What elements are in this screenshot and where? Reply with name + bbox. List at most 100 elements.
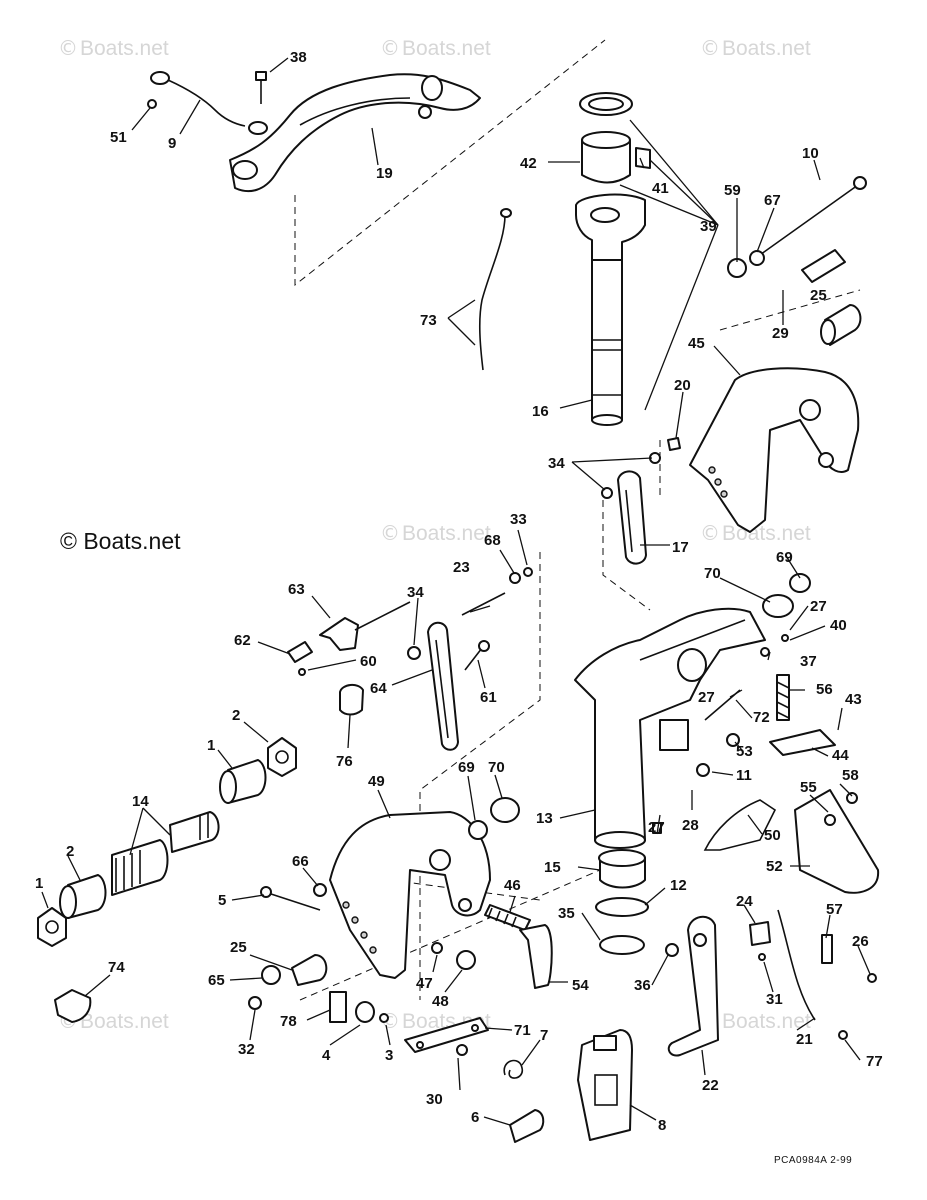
part-63-lock-bracket <box>287 601 411 676</box>
part-72-pin <box>652 689 741 834</box>
callout-34: 34 <box>407 584 424 601</box>
part-45-clamp-bracket <box>689 367 860 533</box>
part-14-tilt-tube <box>111 811 220 896</box>
callout-34: 34 <box>548 455 565 472</box>
part-49-stern-bracket <box>329 811 491 979</box>
callout-73: 73 <box>420 312 437 329</box>
callout-39: 39 <box>700 218 717 235</box>
callout-12: 12 <box>670 877 687 894</box>
part-52-lever <box>703 789 880 894</box>
part-39-seal-set <box>579 92 651 184</box>
callout-78: 78 <box>280 1013 297 1030</box>
callout-71: 71 <box>514 1022 531 1039</box>
part-10-tilt-tube <box>727 176 867 283</box>
part-70-bushing-upper <box>762 573 811 618</box>
callout-5: 5 <box>218 892 226 909</box>
callout-14: 14 <box>132 793 149 810</box>
callout-labels: 38 51 9 19 42 41 39 10 59 67 25 29 73 16… <box>35 49 883 1134</box>
callout-1: 1 <box>207 737 215 754</box>
leader-lines <box>41 57 871 1126</box>
watermark-symbol: © <box>380 521 400 545</box>
callout-33: 33 <box>510 511 527 528</box>
callout-2: 2 <box>232 707 240 724</box>
part-17-link <box>601 437 681 565</box>
callout-76: 76 <box>336 753 353 770</box>
part-1-bushing <box>59 759 267 919</box>
callout-25: 25 <box>810 287 827 304</box>
part-16-swivel-tube <box>575 193 646 426</box>
part-22-tilt-lever <box>667 915 719 1057</box>
callout-69: 69 <box>776 549 793 566</box>
callout-77: 77 <box>866 1053 883 1070</box>
callout-51: 51 <box>110 129 127 146</box>
callout-10: 10 <box>802 145 819 162</box>
callout-40: 40 <box>830 617 847 634</box>
callout-58: 58 <box>842 767 859 784</box>
part-38-screw <box>255 71 267 104</box>
part-76-bushing <box>339 684 364 716</box>
watermark-symbol: © <box>700 521 720 545</box>
callout-25: 25 <box>230 939 247 956</box>
assembly-dashed-lines <box>294 39 861 1001</box>
part-2-nut <box>37 737 297 947</box>
callout-30: 30 <box>426 1091 443 1108</box>
part-57-spring <box>777 909 877 1040</box>
callout-53: 53 <box>736 743 753 760</box>
callout-62: 62 <box>234 632 251 649</box>
callout-47: 47 <box>416 975 433 992</box>
part-23-pin <box>461 567 533 616</box>
callout-38: 38 <box>290 49 307 66</box>
part-70-bushing-lower <box>468 797 520 840</box>
callout-15: 15 <box>544 859 561 876</box>
part-64-link <box>407 621 459 751</box>
callout-72: 72 <box>753 709 770 726</box>
callout-69: 69 <box>458 759 475 776</box>
callout-26: 26 <box>852 933 869 950</box>
watermark: Boats.net <box>402 37 491 60</box>
callout-48: 48 <box>432 993 449 1010</box>
part-6-pin <box>509 1109 545 1143</box>
callout-65: 65 <box>208 972 225 989</box>
part-5-bolt <box>248 883 328 1010</box>
callout-23: 23 <box>453 559 470 576</box>
callout-68: 68 <box>484 532 501 549</box>
callout-41: 41 <box>652 180 669 197</box>
callout-28: 28 <box>682 817 699 834</box>
part-7-spring <box>503 1059 523 1079</box>
callout-52: 52 <box>766 858 783 875</box>
callout-67: 67 <box>764 192 781 209</box>
watermark: Boats.net <box>722 522 811 545</box>
callout-11: 11 <box>736 767 752 784</box>
callout-20: 20 <box>674 377 691 394</box>
part-61-bolt <box>464 640 490 671</box>
callout-29: 29 <box>772 325 789 342</box>
callout-9: 9 <box>168 135 176 152</box>
callout-63: 63 <box>288 581 305 598</box>
part-48-washer <box>431 942 476 970</box>
callout-13: 13 <box>536 810 553 827</box>
callout-42: 42 <box>520 155 537 172</box>
callout-74: 74 <box>108 959 125 976</box>
callout-22: 22 <box>702 1077 719 1094</box>
callout-56: 56 <box>816 681 833 698</box>
callout-64: 64 <box>370 680 387 697</box>
callout-8: 8 <box>658 1117 666 1134</box>
callout-60: 60 <box>360 653 377 670</box>
callout-59: 59 <box>724 182 741 199</box>
part-56-spring <box>760 634 836 756</box>
callout-7: 7 <box>540 1027 548 1044</box>
part-9-ground-wire <box>147 71 268 135</box>
watermark: Boats.net <box>722 37 811 60</box>
callout-43: 43 <box>845 691 862 708</box>
callout-27: 27 <box>698 689 715 706</box>
callout-61: 61 <box>480 689 497 706</box>
part-15-bushing <box>595 849 679 957</box>
callout-66: 66 <box>292 853 309 870</box>
watermark: Boats.net <box>722 1010 811 1033</box>
part-74-cap <box>54 989 92 1023</box>
callout-27: 27 <box>648 819 665 836</box>
watermark: Boats.net <box>80 1010 169 1033</box>
callout-54: 54 <box>572 977 589 994</box>
callout-4: 4 <box>322 1047 331 1064</box>
